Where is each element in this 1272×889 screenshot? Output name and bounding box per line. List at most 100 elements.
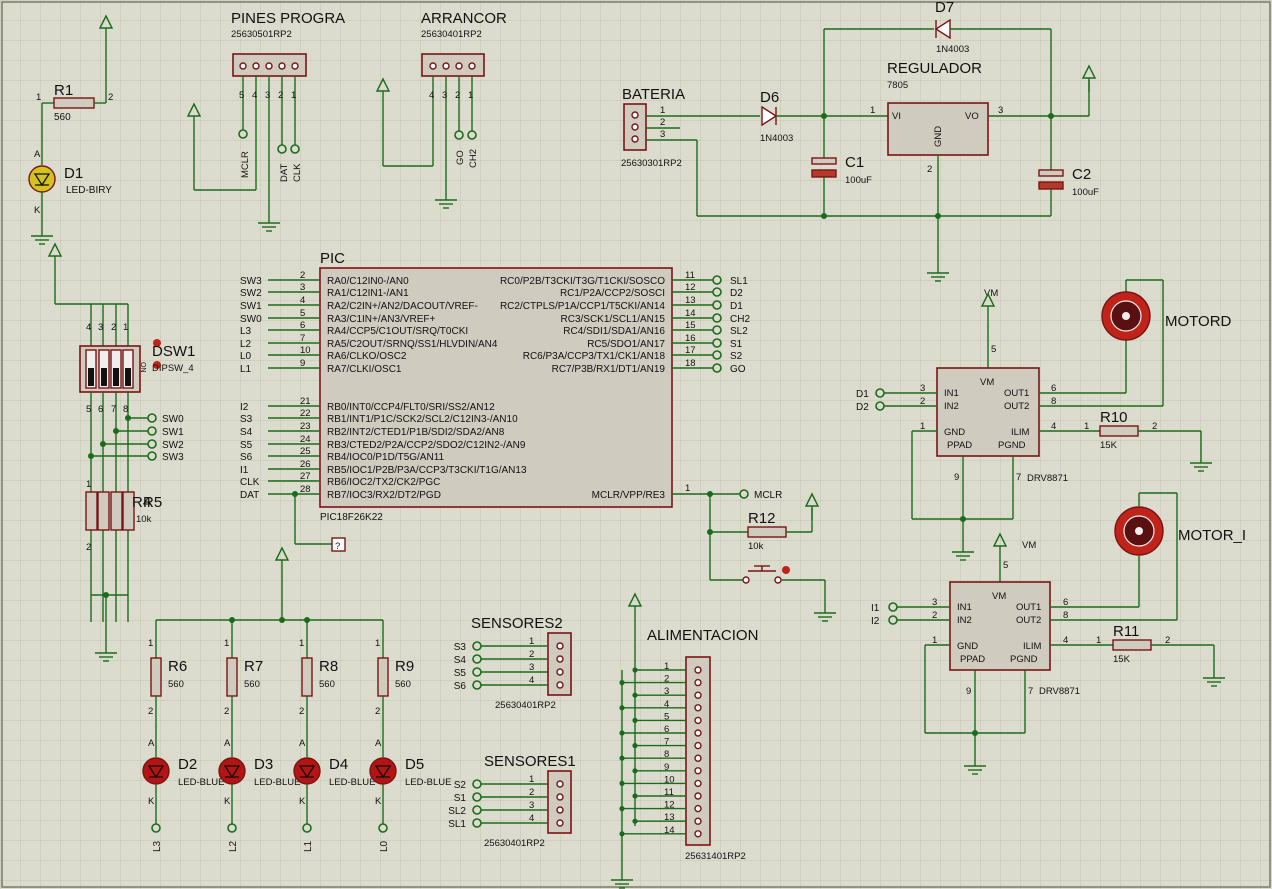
pic-mclr-pin: 1 (685, 483, 690, 494)
pic-microcontroller[interactable]: PIC PIC18F26K22 SW32RA0/C12IN0-/AN0SW23R… (240, 250, 782, 552)
d1-led[interactable]: D1 LED-BIRY A K (28, 149, 112, 245)
alim-pin: 14 (664, 825, 675, 836)
led-pin2: 2 (148, 706, 153, 717)
drv1-pin8: 8 (1051, 396, 1056, 407)
pic-right-terminal (712, 363, 722, 373)
led-pin2: 2 (299, 706, 304, 717)
drv1-lbl-ppad: PPAD (947, 440, 972, 451)
led-anode: A (224, 738, 231, 749)
alim-pin: 6 (664, 724, 669, 735)
alim-pin: 1 (664, 661, 669, 672)
led-resistor-value: 560 (395, 679, 411, 690)
drv8871-left-motor[interactable]: VM 5 VM IN1 IN2 OUT1 OUT2 GND ILIM PPAD … (871, 492, 1246, 775)
pic-left-pin: 7 (300, 333, 305, 344)
arrancor-pin4: 4 (429, 90, 434, 101)
led-resistor-ref: R9 (395, 658, 414, 675)
sensor-pin: 3 (529, 662, 534, 673)
dsw-net-sw0: SW0 (162, 414, 184, 425)
drv2-lbl-out1: OUT1 (1016, 602, 1041, 613)
c2-value: 100uF (1072, 187, 1099, 198)
pic-left-pin: 24 (300, 434, 311, 445)
alim-title: ALIMENTACION (647, 627, 758, 644)
drv1-net-d1: D1 (856, 389, 869, 400)
sensor-pin: 3 (529, 800, 534, 811)
pic-right-pin: 11 (685, 270, 695, 281)
pic-left-net: SW1 (240, 301, 262, 312)
reset-network[interactable]: R12 10k (707, 491, 837, 622)
drv2-lbl-ppad: PPAD (960, 654, 985, 665)
pic-left-net: S5 (240, 440, 253, 451)
led-anode: A (375, 738, 382, 749)
c2-ref: C2 (1072, 166, 1091, 183)
alim-pin: 9 (664, 762, 669, 773)
pic-right-terminal (712, 338, 722, 348)
power-supply[interactable]: BATERIA 25630301RP2 1 2 3 D6 1N4003 D7 1… (621, 0, 1099, 282)
d7-value: 1N4003 (936, 44, 969, 55)
pic-right-terminal (712, 287, 722, 297)
bateria-pin3: 3 (660, 129, 665, 140)
pines-pin1: 1 (291, 90, 296, 101)
led-net: L1 (303, 840, 314, 852)
arrancor-pin3: 3 (442, 90, 447, 101)
drv2-part: DRV8871 (1039, 686, 1080, 697)
pines-title: PINES PROGRA (231, 10, 345, 27)
sensor-net: S4 (454, 655, 467, 666)
drv8871-right-motor[interactable]: VM 5 VM IN1 IN2 OUT1 OUT2 GND ILIM PPAD … (856, 279, 1232, 561)
pic-title: PIC (320, 250, 345, 267)
r1-group[interactable]: R1 560 1 2 (36, 15, 113, 165)
drv2-lbl-pgnd: PGND (1010, 654, 1038, 665)
led-anode: A (299, 738, 306, 749)
alim-pin: 10 (664, 774, 675, 785)
pic-left-pin-name: RB0/INT0/CCP4/FLT0/SRI/SS2/AN12 (327, 402, 495, 413)
drv1-lbl-in1: IN1 (944, 388, 959, 399)
pic-left-pin-name: RB1/INT1/P1C/SCK2/SCL2/C12IN3-/AN10 (327, 414, 518, 425)
pic-right-terminal (712, 275, 722, 285)
dip-switch-dsw1[interactable]: 4 3 2 1 ON DSW1 DIPSW_4 5 6 7 8 SW0 SW1 … (48, 243, 195, 662)
pic-right-terminal (712, 313, 722, 323)
pines-net-dat: DAT (279, 164, 290, 182)
c1-ref: C1 (845, 154, 864, 171)
pic-left-pin-name: RB3/CTED2/P2A/CCP2/SDO2/C12IN2-/AN9 (327, 440, 526, 451)
pines-pin3: 3 (265, 90, 270, 101)
led-bank[interactable]: R6560D2LED-BLUE12AKL3R7560D3LED-BLUE12AK… (142, 547, 451, 852)
drv1-lbl-out2: OUT2 (1004, 401, 1029, 412)
drv2-pin4: 4 (1063, 635, 1068, 646)
c1-value: 100uF (845, 175, 872, 186)
led-resistor-value: 560 (319, 679, 335, 690)
r12-ref: R12 (748, 510, 776, 527)
dsw-bot-pin5: 5 (86, 404, 91, 415)
led-pin1: 1 (299, 638, 304, 649)
pic-right-pin: 13 (685, 295, 696, 306)
pic-left-pin: 3 (300, 282, 305, 293)
pines-progra-connector[interactable]: PINES PROGRA 25630501RP2 5 4 3 2 1 MCLR … (187, 10, 345, 232)
d1-value: LED-BIRY (66, 185, 112, 196)
dsw-top-pin2: 2 (111, 322, 116, 333)
sens1-title: SENSORES1 (484, 753, 576, 770)
d6-ref: D6 (760, 89, 779, 106)
pic-left-net: SW0 (240, 314, 262, 325)
pic-right-pin-name: RC3/SCK1/SCL1/AN15 (561, 314, 666, 325)
pic-left-pin-name: RA0/C12IN0-/AN0 (327, 276, 409, 287)
pic-left-pin: 28 (300, 484, 311, 495)
arrancor-connector[interactable]: ARRANCOR 25630401RP2 4 3 2 1 GO CH2 (376, 10, 507, 209)
pic-left-net: SW3 (240, 276, 262, 287)
reg-title: REGULADOR (887, 60, 982, 77)
alimentacion-connector[interactable]: ALIMENTACION 25631401RP2 123456789101112… (610, 593, 758, 889)
pic-right-pin: 18 (685, 358, 696, 369)
led-ref: D2 (178, 756, 197, 773)
drv2-pin6: 6 (1063, 597, 1068, 608)
drv2-pin3: 3 (932, 597, 937, 608)
alim-pin: 5 (664, 711, 669, 722)
led-resistor-ref: R7 (244, 658, 263, 675)
drv2-vm-net: VM (1022, 540, 1036, 551)
led-net: L0 (379, 840, 390, 852)
led-cathode: K (299, 796, 306, 807)
pic-left-net: DAT (240, 490, 259, 501)
pic-right-terminal (712, 350, 722, 360)
sensor-net: S2 (454, 780, 467, 791)
drv1-lbl-out1: OUT1 (1004, 388, 1029, 399)
drv1-net-d2: D2 (856, 402, 869, 413)
